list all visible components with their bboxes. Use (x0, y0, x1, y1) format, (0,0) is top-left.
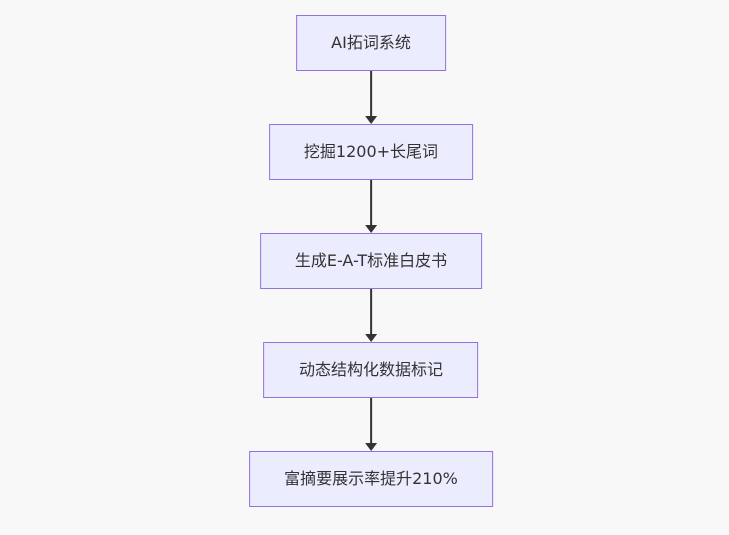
node-label: 动态结构化数据标记 (298, 360, 443, 379)
arrow-down (365, 289, 377, 342)
arrow-down (365, 398, 377, 451)
flowchart-node-structured-data: 动态结构化数据标记 (263, 342, 479, 398)
flowchart-node-rich-snippet-result: 富摘要展示率提升210% (249, 451, 493, 507)
node-label: 挖掘1200+长尾词 (303, 142, 439, 161)
arrowhead-icon (365, 334, 377, 342)
arrow-line (370, 289, 372, 334)
node-label: AI拓词系统 (331, 33, 411, 52)
flowchart-node-ai-system: AI拓词系统 (296, 15, 446, 71)
arrowhead-icon (365, 443, 377, 451)
arrowhead-icon (365, 225, 377, 233)
node-label: 富摘要展示率提升210% (284, 469, 458, 488)
arrow-down (365, 71, 377, 124)
flowchart-node-longtail-keywords: 挖掘1200+长尾词 (268, 124, 474, 180)
arrow-down (365, 180, 377, 233)
arrowhead-icon (365, 116, 377, 124)
flowchart: AI拓词系统 挖掘1200+长尾词 生成E-A-T标准白皮书 动态结构化数据标记… (249, 15, 493, 507)
arrow-line (370, 398, 372, 443)
arrow-line (370, 180, 372, 225)
arrow-line (370, 71, 372, 116)
flowchart-node-eat-whitepaper: 生成E-A-T标准白皮书 (259, 233, 483, 289)
node-label: 生成E-A-T标准白皮书 (294, 251, 448, 270)
